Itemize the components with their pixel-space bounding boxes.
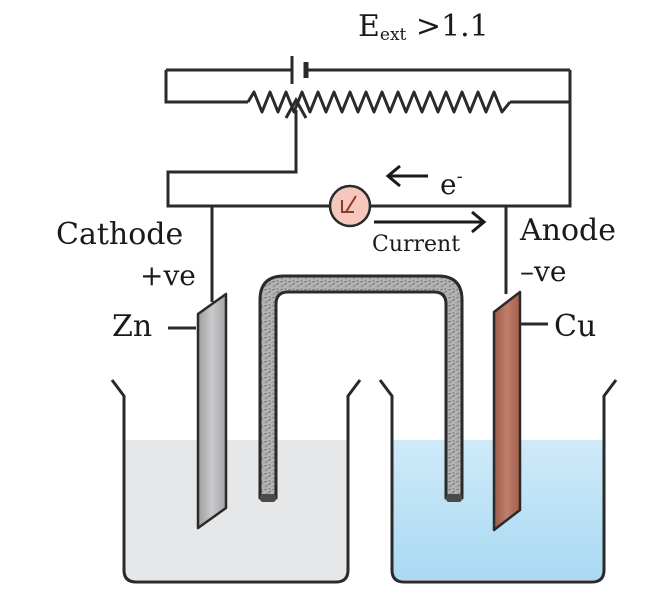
salt-bridge-right-opening: [446, 494, 462, 502]
external-circuit: [164, 68, 572, 330]
right-beaker: [378, 379, 618, 584]
left-beaker: [110, 379, 362, 584]
rheostat-wiper-arrow: [284, 96, 308, 119]
left-beaker-solution: [124, 440, 348, 580]
external-emf-label: Eext >1.1: [358, 12, 489, 44]
arrow-right-icon: [374, 210, 487, 234]
cathode-label: Cathode: [56, 217, 184, 252]
zinc-label: Zn: [112, 309, 153, 344]
copper-label: Cu: [554, 309, 597, 344]
galvanometer-icon: [328, 184, 372, 228]
variable-resistor-icon: [246, 90, 512, 114]
anode-label: Anode: [520, 213, 617, 248]
cathode-sign-label: +ve: [140, 259, 196, 292]
emf-condition: >1.1: [406, 9, 489, 44]
zinc-electrode: [196, 292, 228, 530]
emf-symbol: E: [358, 9, 380, 44]
electron-symbol: e: [440, 168, 457, 201]
current-label: Current: [372, 232, 461, 257]
salt-bridge-left-opening: [260, 494, 276, 502]
copper-electrode: [492, 290, 522, 532]
arrow-left-icon: [385, 164, 428, 188]
anode-sign-label: –ve: [520, 255, 567, 288]
emf-subscript: ext: [379, 25, 407, 45]
electron-charge: -: [456, 166, 463, 187]
battery-cell-icon: [290, 56, 309, 84]
electron-label: e-: [440, 168, 463, 199]
